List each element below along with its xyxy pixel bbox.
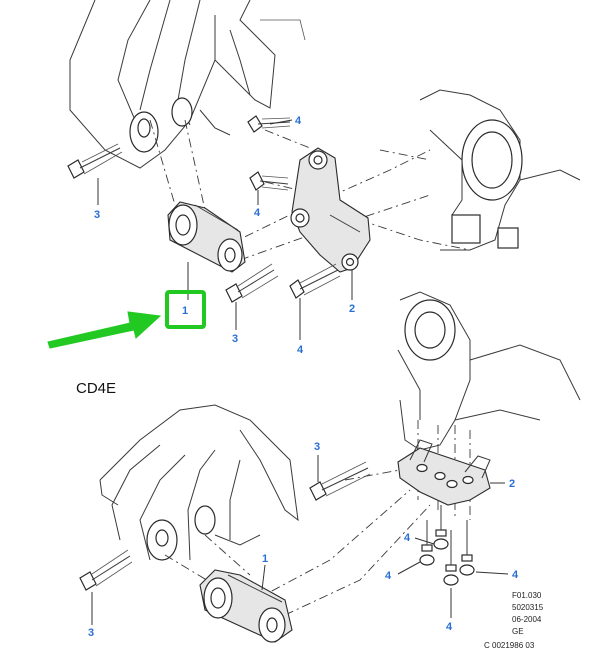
reference-line-1: F01.030 bbox=[512, 591, 542, 600]
top-bolt-left bbox=[67, 143, 123, 179]
bottom-bolt-c bbox=[459, 520, 475, 576]
bottom-bolt-d bbox=[443, 530, 459, 586]
callout-top-mount: 1 bbox=[182, 305, 188, 317]
top-bolt-lower-mid bbox=[289, 263, 341, 299]
callout-bottom-mount: 1 bbox=[262, 553, 268, 565]
reference-block: F01.030 5020315 06-2004 GE C 0021986 03 bbox=[484, 591, 544, 650]
bottom-assembly bbox=[79, 291, 581, 643]
callout-top-bracket: 2 bbox=[349, 303, 355, 315]
bottom-bolt-b bbox=[419, 520, 435, 566]
highlight-box bbox=[165, 290, 206, 329]
bottom-bolt-upper bbox=[309, 461, 371, 501]
bottom-subframe bbox=[99, 404, 299, 561]
bottom-bolt-left bbox=[79, 549, 133, 591]
highlight-marker bbox=[47, 290, 206, 349]
top-bolt-mid bbox=[249, 171, 289, 191]
top-subframe bbox=[69, 0, 306, 169]
callout-top-bolt-mid: 4 bbox=[254, 207, 261, 219]
reference-line-4: GE bbox=[512, 627, 524, 636]
callout-bottom-bolt-b: 4 bbox=[385, 570, 392, 582]
top-assembly bbox=[67, 0, 581, 340]
top-axis-lines bbox=[149, 119, 471, 261]
bottom-bracket bbox=[397, 439, 491, 506]
callout-bottom-bolt-left: 3 bbox=[88, 627, 94, 639]
top-bracket bbox=[290, 147, 371, 273]
top-engine-housing bbox=[419, 89, 581, 251]
callout-bottom-bolt-c: 4 bbox=[512, 569, 519, 581]
reference-line-3: 06-2004 bbox=[512, 615, 542, 624]
reference-line-2: 5020315 bbox=[512, 603, 544, 612]
top-bolt-right bbox=[247, 115, 291, 133]
bottom-engine-housing bbox=[397, 291, 581, 451]
callout-top-bolt-right: 4 bbox=[295, 115, 302, 127]
callout-top-bolt-lower-mid: 4 bbox=[297, 344, 304, 356]
bottom-bolt-a bbox=[433, 505, 449, 550]
callout-top-bolt-left: 3 bbox=[94, 209, 100, 221]
section-label: CD4E bbox=[76, 380, 116, 397]
highlight-arrow bbox=[47, 311, 162, 349]
callout-bottom-bolt-d: 4 bbox=[446, 621, 453, 633]
callout-bottom-bracket: 2 bbox=[509, 478, 515, 490]
reference-line-5: C 0021986 03 bbox=[484, 641, 535, 650]
top-mount-bushing bbox=[167, 201, 246, 273]
callout-bottom-bolt-a: 4 bbox=[404, 532, 411, 544]
top-bolt-lower-left bbox=[225, 263, 279, 303]
bottom-mount-bushing bbox=[199, 569, 293, 643]
callout-top-bolt-lower-left: 3 bbox=[232, 333, 238, 345]
callout-bottom-bolt-upper: 3 bbox=[314, 441, 320, 453]
